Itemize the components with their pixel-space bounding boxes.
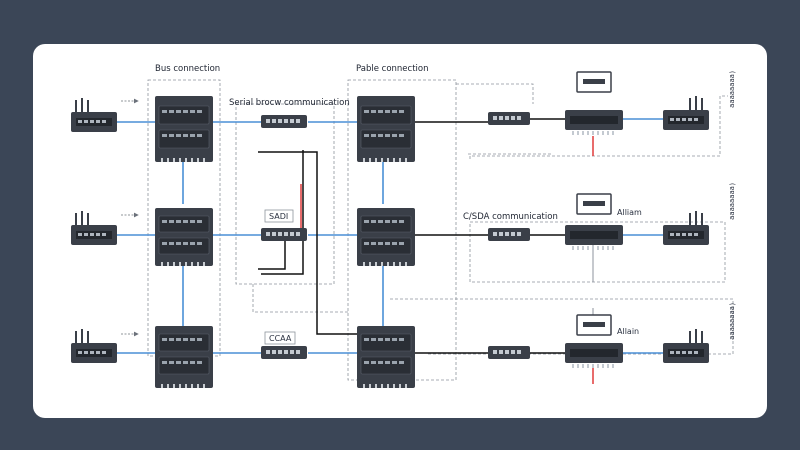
monitor-icon xyxy=(576,193,612,215)
black-links xyxy=(258,118,565,354)
switch-unit xyxy=(155,96,213,162)
router-icon xyxy=(663,211,709,245)
hub-icon xyxy=(261,228,307,241)
serial-group-outline xyxy=(235,103,335,285)
monitor-icon xyxy=(576,71,612,93)
dashed-outlines xyxy=(147,79,734,381)
right-edge-tag: (ɐɐɐɐɐɐɐɐ xyxy=(728,182,736,220)
cable-connection-label: Pable connection xyxy=(356,64,428,74)
router-icon xyxy=(71,329,117,363)
switch-unit xyxy=(155,326,213,388)
diagram-card: Bus connection Pable connection Serial b… xyxy=(33,44,767,418)
monitor-icon xyxy=(576,314,612,336)
switch-unit xyxy=(357,96,415,162)
switch-unit xyxy=(357,326,415,388)
switch-unit xyxy=(357,208,415,266)
blue-links xyxy=(117,118,663,354)
hub-icon xyxy=(488,228,530,241)
black-cross-link-1 xyxy=(258,151,363,335)
hub-icon xyxy=(488,112,530,125)
ccaa-label-box xyxy=(264,331,296,345)
hub-icon xyxy=(261,346,307,359)
ccaa-label: CCAA xyxy=(269,334,292,343)
network-diagram: Bus connection Pable connection Serial b… xyxy=(71,64,736,388)
patch-panel-icon xyxy=(565,110,623,135)
alliam-label: Alliam xyxy=(617,208,642,217)
black-cross-link-2 xyxy=(258,239,286,270)
hub-icon xyxy=(261,115,307,128)
bus-connection-label: Bus connection xyxy=(155,64,220,74)
dashed-link-top xyxy=(456,83,534,104)
csda-group-outline xyxy=(469,221,726,283)
sadi-label-box xyxy=(264,209,294,223)
left-arrows xyxy=(121,98,139,337)
dashed-serial-bottom xyxy=(252,284,348,313)
router-icon xyxy=(71,211,117,245)
red-links xyxy=(300,136,594,384)
switch-unit xyxy=(155,208,213,266)
right-edge-tag: (ɐɐɐɐɐɐɐɐ xyxy=(728,70,736,108)
csda-communication-label: C/SDA communication xyxy=(463,212,558,222)
router-icon xyxy=(71,98,117,132)
router-icon xyxy=(663,329,709,363)
sadi-label: SADI xyxy=(269,212,288,221)
bus-group-outline xyxy=(147,79,221,357)
serial-communication-label: Serial brocw communication xyxy=(229,98,350,108)
patch-panel-icon xyxy=(565,343,623,368)
right-edge-tag: (ɐɐɐɐɐɐɐɐ xyxy=(728,302,736,340)
dashed-top-right xyxy=(469,95,728,159)
router-icon xyxy=(663,96,709,130)
black-cross-link-3 xyxy=(261,150,304,275)
patch-panel-icon xyxy=(565,225,623,250)
hub-icon xyxy=(488,346,530,359)
allain-label: Allain xyxy=(617,327,639,336)
